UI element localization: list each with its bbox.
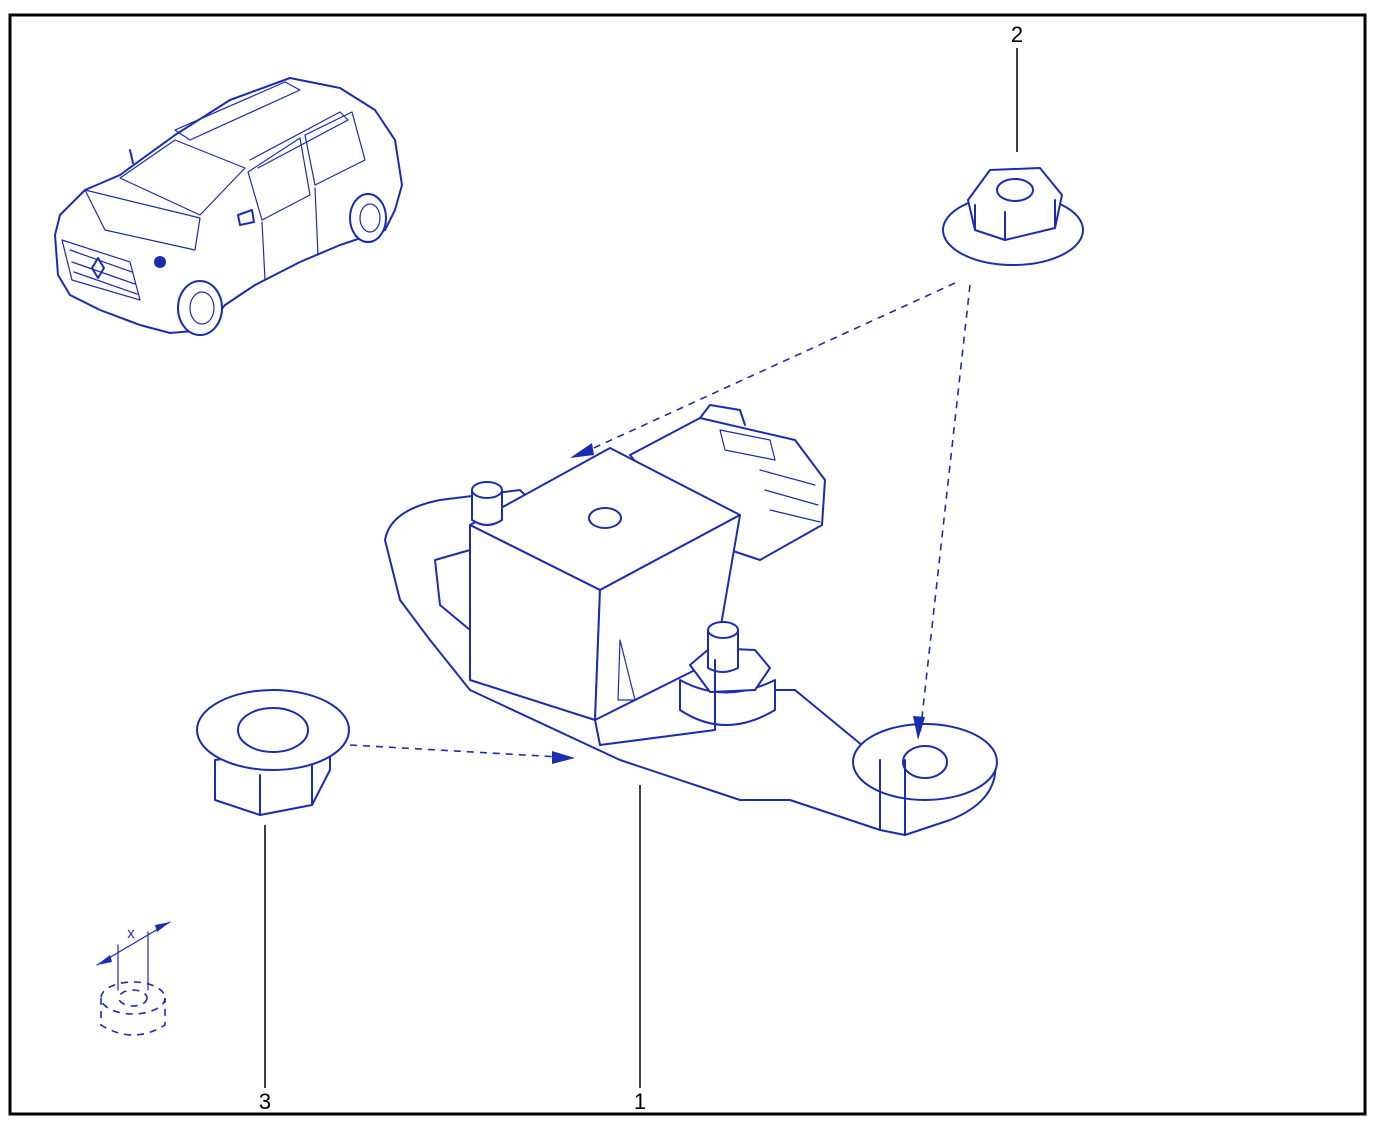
assembly-path-3-to-stud	[349, 744, 561, 758]
car-icon	[54, 77, 403, 336]
crash-sensor-icon	[384, 404, 998, 836]
dimension-label: x	[127, 925, 135, 942]
callout-part-3: 3	[258, 1089, 272, 1114]
assembly-paths	[349, 282, 971, 764]
hex-nut-icon	[196, 689, 350, 816]
nut-dimension-icon	[96, 921, 171, 1036]
assembly-path-2-to-sensor	[584, 282, 956, 453]
callout-part-1: 1	[633, 1089, 647, 1114]
callout-leaders	[264, 48, 1018, 1088]
diagram-frame	[8, 13, 1367, 1116]
callout-part-2: 2	[1010, 22, 1024, 47]
assembly-path-2-to-bracket	[919, 284, 971, 736]
flange-nut-icon	[942, 167, 1084, 266]
